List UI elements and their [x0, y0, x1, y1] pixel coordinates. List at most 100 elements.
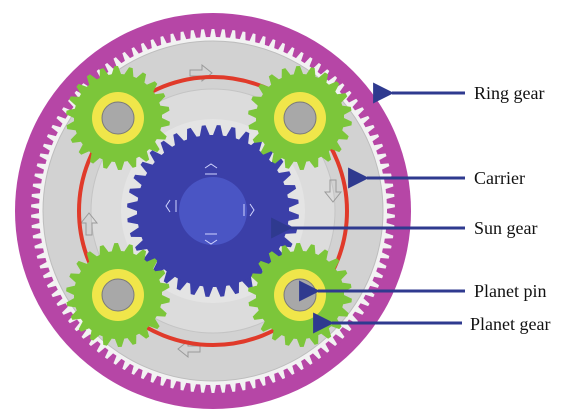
ring-gear-tooth	[382, 165, 393, 174]
planet-gear	[248, 66, 352, 170]
ring-gear-tooth	[47, 126, 58, 137]
ring-gear-tooth	[56, 108, 68, 119]
ring-gear-tooth	[133, 42, 143, 54]
ring-gear-tooth	[115, 52, 125, 64]
ring-gear-tooth	[30, 186, 41, 195]
ring-gear-tooth	[214, 28, 223, 38]
ring-gear-tooth	[382, 248, 393, 257]
arrows	[271, 82, 465, 334]
ring-gear-tooth	[39, 145, 50, 155]
ring-gear-tooth	[235, 382, 243, 393]
ring-gear-tooth	[283, 42, 293, 54]
ring-gear-tooth	[274, 39, 284, 50]
ring-gear-tooth	[292, 363, 302, 375]
ring-gear-tooth	[115, 358, 125, 370]
ring-gear-tooth	[339, 84, 351, 95]
planet-pin	[101, 278, 135, 312]
ring-gear-tooth	[42, 136, 54, 146]
ring-gear-tooth	[224, 384, 233, 394]
ring-gear-tooth	[332, 334, 344, 345]
planet-pin	[283, 101, 317, 135]
ring-gear-tooth	[33, 248, 44, 257]
ring-gear-tooth	[224, 28, 233, 38]
ring-gear-tooth	[368, 126, 379, 137]
ring-gear-tooth	[62, 311, 74, 322]
ring-gear-tooth	[235, 29, 243, 40]
ring-gear-tooth	[106, 353, 117, 365]
ring-gear-tooth	[68, 319, 80, 330]
ring-gear-tooth	[363, 294, 375, 305]
ring-gear-tooth	[183, 29, 191, 40]
ring-gear-tooth	[325, 70, 336, 81]
ring-gear-tooth	[379, 258, 390, 267]
ring-gear-tooth	[346, 92, 358, 103]
ring-gear-tooth	[30, 227, 41, 236]
ring-gear-tooth	[98, 347, 109, 359]
ring-gear-tooth	[245, 30, 254, 41]
ring-gear-tooth	[32, 238, 42, 247]
sun-gear	[127, 125, 299, 297]
ring-gear-tooth	[106, 57, 117, 69]
ring-gear-tooth	[255, 378, 264, 389]
ring-gear-tooth	[358, 303, 370, 314]
ring-gear-tooth	[214, 384, 223, 394]
ring-gear-tooth	[203, 28, 212, 38]
ring-gear-tooth	[172, 381, 181, 392]
ring-gear-tooth	[245, 381, 254, 392]
ring-gear-tooth	[379, 155, 390, 164]
ring-gear-tooth	[372, 276, 384, 286]
ring-gear-tooth	[36, 155, 47, 164]
ring-gear-tooth	[283, 368, 293, 380]
ring-gear-tooth	[142, 372, 152, 383]
ring-gear-tooth	[386, 196, 396, 205]
carrier-circle	[77, 75, 349, 347]
ring-gear-tooth	[51, 117, 63, 128]
ring-gear-tooth	[264, 35, 274, 47]
label-sun-gear: Sun gear	[474, 218, 537, 238]
ring-gear-tooth	[39, 267, 50, 277]
ring-gear-tooth	[309, 353, 320, 365]
ring-gear-tooth	[30, 196, 40, 205]
ring-gear-tooth	[264, 375, 274, 387]
ring-gear-tooth	[36, 258, 47, 267]
ring-gear-tooth	[183, 382, 191, 393]
ring-gear-tooth	[133, 368, 143, 380]
ring-gear-tooth	[203, 384, 212, 394]
ring-gear-tooth	[274, 372, 284, 383]
ring-gear-tooth	[162, 378, 171, 389]
ring-gear-tooth	[90, 70, 101, 81]
ring-gear-tooth	[172, 30, 181, 41]
ring-gear-tooth	[152, 375, 162, 387]
ring-gear-tooth	[56, 303, 68, 314]
ring-gear-tooth	[30, 207, 39, 215]
ring-gear-tooth	[42, 276, 54, 286]
ring-gear-tooth	[193, 28, 202, 38]
ring-gear-tooth	[339, 327, 351, 338]
ring-gear-tooth	[376, 267, 387, 277]
ring-gear-tooth	[301, 52, 311, 64]
ring-gear-tooth	[376, 145, 387, 155]
planet-gear	[66, 66, 170, 170]
ring-gear-tooth	[62, 100, 74, 111]
planet-pin	[101, 101, 135, 135]
ring-gear-tooth	[30, 217, 40, 226]
ring-gear-tooth	[142, 39, 152, 50]
label-ring-gear: Ring gear	[474, 83, 544, 103]
label-planet-pin: Planet pin	[474, 281, 547, 301]
ring-gear-tooth	[309, 57, 320, 69]
ring-gear-tooth	[90, 341, 101, 352]
ring-gear-tooth	[292, 47, 302, 59]
ring-gear-tooth	[47, 285, 58, 296]
ring-gear-tooth	[33, 165, 44, 174]
ring-gear-tooth	[255, 33, 264, 44]
ring-gear-tooth	[51, 294, 63, 305]
ring-gear-tooth	[387, 207, 396, 215]
ring-gear-tooth	[124, 363, 134, 375]
label-carrier: Carrier	[474, 168, 525, 188]
ring-gear-tooth	[317, 347, 328, 359]
ring-gear-tooth	[352, 100, 364, 111]
ring-gear-tooth	[386, 217, 396, 226]
ring-gear-tooth	[317, 63, 328, 75]
ring-gear-tooth	[301, 358, 311, 370]
